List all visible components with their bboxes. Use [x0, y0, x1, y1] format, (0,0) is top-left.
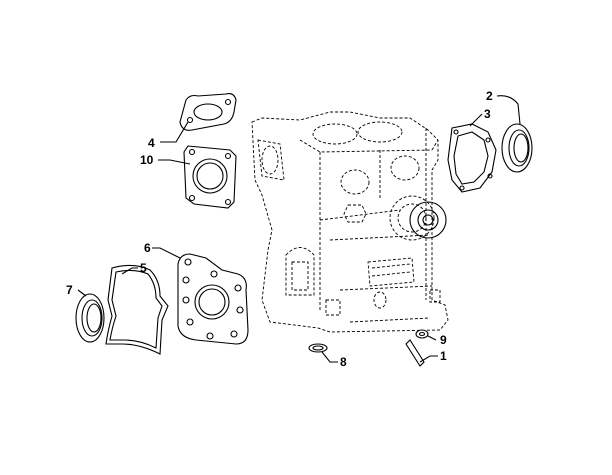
leader-3: [469, 113, 483, 127]
callout-1: 1: [440, 349, 447, 363]
callout-10: 10: [140, 153, 154, 167]
gasket-flange-square: [183, 145, 237, 209]
callout-6: 6: [144, 241, 151, 255]
leader-4: [160, 121, 189, 143]
leader-5: [121, 267, 138, 275]
oil-seal-right: [501, 123, 533, 173]
leader-2: [496, 95, 521, 125]
callout-2: 2: [486, 89, 493, 103]
leader-1: [419, 355, 438, 363]
oil-seal-left: [75, 293, 105, 343]
callout-7: 7: [66, 283, 73, 297]
gasket-right-cover: [447, 123, 497, 193]
callout-5: 5: [140, 261, 147, 275]
leader-7: [77, 289, 87, 297]
callout-4: 4: [148, 136, 155, 150]
gasket-sealant-outline: [105, 264, 169, 355]
gasket-flange-top: [179, 93, 237, 131]
gasket-left-plate: [177, 253, 249, 345]
leader-10: [158, 159, 191, 165]
callout-9: 9: [440, 333, 447, 347]
leader-8: [321, 351, 338, 363]
callout-8: 8: [340, 355, 347, 369]
leader-9: [427, 335, 437, 341]
washer: [415, 329, 429, 339]
leader-6: [152, 247, 181, 259]
o-ring: [308, 343, 328, 353]
callout-labels: 2 3 4 10 6 5 7 8 9 1: [66, 89, 493, 369]
pin: [405, 339, 425, 367]
callout-3: 3: [484, 107, 491, 121]
leader-lines: [77, 95, 521, 363]
crankcase-block: [251, 111, 449, 333]
